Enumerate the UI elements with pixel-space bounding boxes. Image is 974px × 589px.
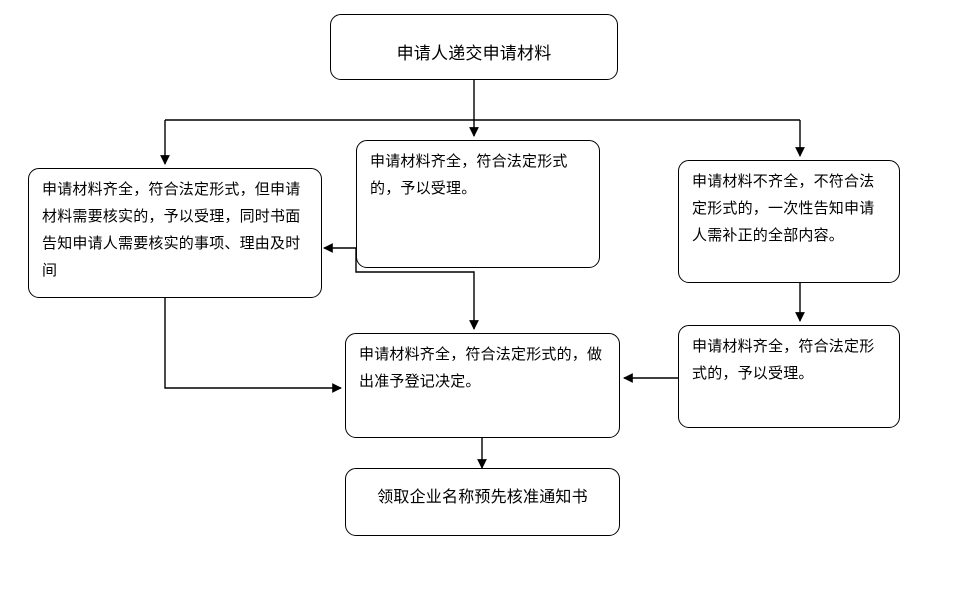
node-end-label: 领取企业名称预先核准通知书 bbox=[377, 487, 588, 506]
edge-branch-left-to-decision bbox=[164, 298, 342, 393]
node-right-accept[interactable]: 申请材料齐全，符合法定形式的，予以受理。 bbox=[678, 325, 900, 428]
node-branch-right-label: 申请材料不齐全，不符合法定形式的，一次性告知申请人需补正的全部内容。 bbox=[692, 172, 875, 244]
node-start[interactable]: 申请人递交申请材料 bbox=[330, 14, 618, 80]
node-branch-left[interactable]: 申请材料齐全，符合法定形式，但申请材料需要核实的，予以受理，同时书面告知申请人需… bbox=[28, 168, 322, 298]
node-decision[interactable]: 申请材料齐全，符合法定形式的，做出准予登记决定。 bbox=[345, 333, 620, 438]
node-right-accept-label: 申请材料齐全，符合法定形式的，予以受理。 bbox=[692, 337, 875, 382]
node-branch-right[interactable]: 申请材料不齐全，不符合法定形式的，一次性告知申请人需补正的全部内容。 bbox=[678, 160, 900, 283]
node-start-label: 申请人递交申请材料 bbox=[396, 44, 552, 64]
node-branch-left-label: 申请材料齐全，符合法定形式，但申请材料需要核实的，予以受理，同时书面告知申请人需… bbox=[42, 180, 301, 279]
node-decision-label: 申请材料齐全，符合法定形式的，做出准予登记决定。 bbox=[359, 345, 603, 390]
node-end[interactable]: 领取企业名称预先核准通知书 bbox=[345, 468, 620, 536]
node-branch-middle[interactable]: 申请材料齐全，符合法定形式的，予以受理。 bbox=[356, 140, 600, 268]
node-branch-middle-label: 申请材料齐全，符合法定形式的，予以受理。 bbox=[370, 152, 568, 197]
